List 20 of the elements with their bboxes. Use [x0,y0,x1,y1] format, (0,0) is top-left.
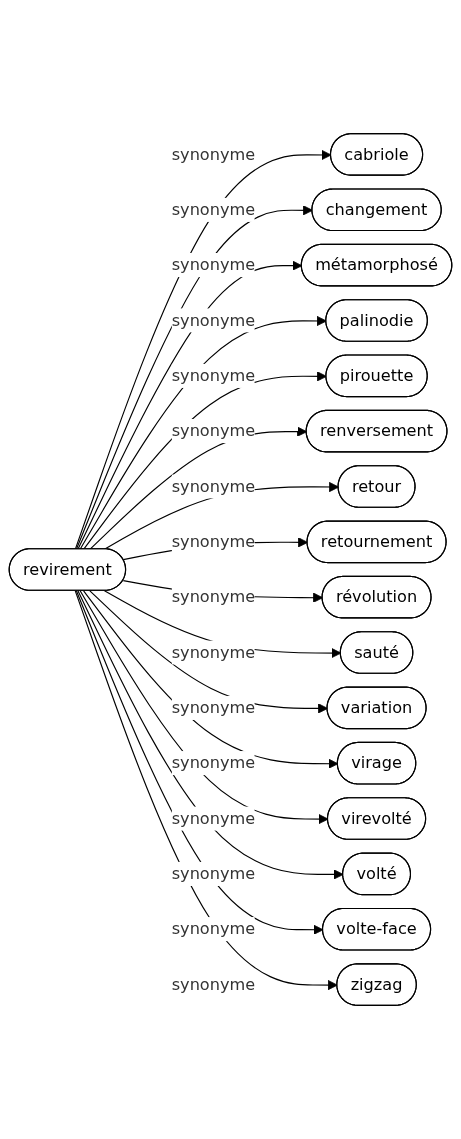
edge-label: synonyme [171,642,256,662]
arrow [83,371,327,550]
edge-label: synonyme [171,919,256,938]
edge-label: synonyme [171,753,256,772]
edge-label: synonyme [171,532,256,551]
edge-label: synonyme [171,255,256,274]
edge-label: synonyme [171,808,256,828]
arrow [75,205,313,550]
edge-label: synonyme [171,310,256,330]
edge-label: synonyme [171,698,256,717]
edge-label: synonyme [171,144,256,164]
edge-label: synonyme [171,974,256,994]
edge-label: synonyme [171,476,256,496]
edge-label: synonyme [171,421,256,440]
edge-label: synonyme [171,864,256,883]
arrow [74,590,338,991]
edge-label: synonyme [171,199,256,219]
arrow [79,315,327,550]
edge-label: synonyme [171,366,256,385]
edge-label: synonyme [171,587,256,606]
